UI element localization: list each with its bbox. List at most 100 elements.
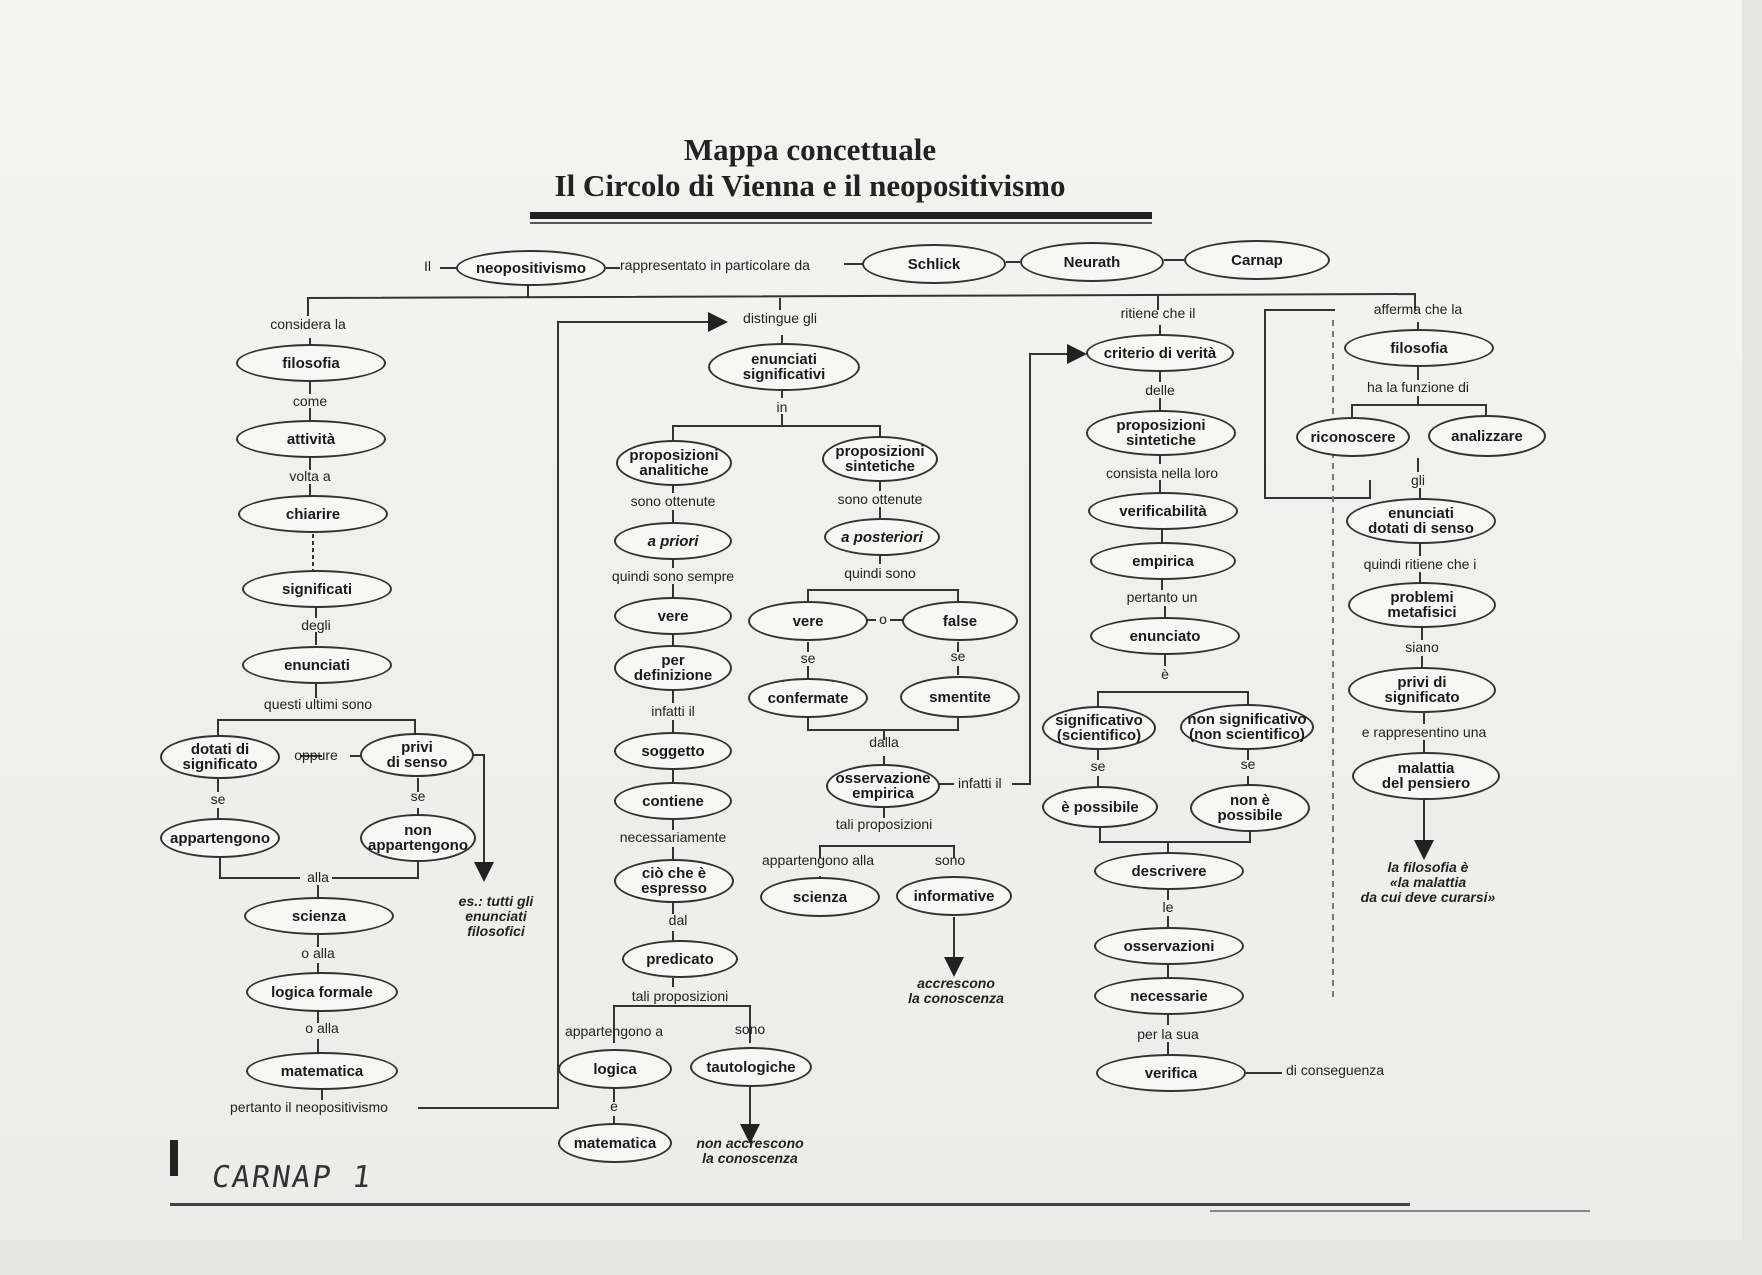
node-logica-formale: logica formale xyxy=(246,972,398,1012)
node-confermate: confermate xyxy=(748,678,868,718)
node-scienza-2: scienza xyxy=(760,877,880,917)
node-false: false xyxy=(902,601,1018,641)
label-per-la-sua: per la sua xyxy=(1137,1026,1199,1042)
node-verifica: verifica xyxy=(1096,1054,1246,1092)
node-matematica-2: matematica xyxy=(558,1123,672,1163)
label-come: come xyxy=(292,393,328,409)
node-proposizioni-sintetiche: proposizioni sintetiche xyxy=(822,436,938,482)
footer-rule xyxy=(170,1203,1410,1206)
label-o-alla-2: o alla xyxy=(305,1020,339,1036)
node-verificabilita: verificabilità xyxy=(1088,492,1238,530)
node-per-definizione: per definizione xyxy=(614,645,732,691)
node-malattia-del-pensiero: malattia del pensiero xyxy=(1352,752,1500,800)
node-proposizioni-analitiche: proposizioni analitiche xyxy=(616,440,732,486)
label-ottenute-s: sono ottenute xyxy=(837,491,923,507)
label-ha-la-funzione: ha la funzione di xyxy=(1367,379,1469,395)
label-sono-s: sono xyxy=(934,852,966,868)
node-cio-che-e-espresso: ciò che è espresso xyxy=(614,859,734,903)
ink-mark xyxy=(170,1140,178,1176)
label-afferma: afferma che la xyxy=(1373,301,1463,317)
node-contiene: contiene xyxy=(614,782,732,820)
node-predicato: predicato xyxy=(622,940,738,978)
node-significati: significati xyxy=(242,570,392,608)
label-ritiene: ritiene che il xyxy=(1120,305,1196,321)
node-smentite: smentite xyxy=(900,676,1020,718)
label-pertanto: pertanto il neopositivismo xyxy=(230,1099,388,1115)
node-a-priori: a priori xyxy=(614,522,732,560)
label-sono-a: sono xyxy=(734,1021,766,1037)
label-distingue: distingue gli xyxy=(743,310,817,326)
label-appartengono-alla: appartengono alla xyxy=(761,852,875,868)
node-vere-sintetiche: vere xyxy=(748,601,868,641)
label-o-alla-1: o alla xyxy=(301,945,335,961)
node-descrivere: descrivere xyxy=(1094,852,1244,890)
label-quindi-sempre: quindi sono sempre xyxy=(611,568,735,584)
label-di-conseguenza: di conseguenza xyxy=(1286,1062,1385,1078)
label-volta: volta a xyxy=(289,468,331,484)
node-empirica: empirica xyxy=(1090,542,1236,580)
label-se-false: se xyxy=(950,648,966,664)
label-infatti-il: infatti il xyxy=(958,775,1002,791)
label-o: o xyxy=(879,611,887,627)
node-enunciati: enunciati xyxy=(242,646,392,684)
node-dotati-di-significato: dotati di significato xyxy=(160,735,280,779)
label-siano: siano xyxy=(1405,639,1439,655)
node-neopositivismo: neopositivismo xyxy=(456,250,606,286)
label-le: le xyxy=(1162,899,1174,915)
title-underline-thin xyxy=(530,222,1152,224)
label-se-2: se xyxy=(410,788,426,804)
label-consista: consista nella loro xyxy=(1105,465,1219,481)
label-quindi-sono: quindi sono xyxy=(844,565,916,581)
label-oppure: oppure xyxy=(294,747,338,763)
node-a-posteriori: a posteriori xyxy=(824,518,940,556)
label-e-3: è xyxy=(1161,666,1169,682)
label-se-1: se xyxy=(210,791,226,807)
node-carnap: Carnap xyxy=(1184,240,1330,280)
node-appartengono: appartengono xyxy=(160,818,280,858)
node-filosofia-2: filosofia xyxy=(1344,329,1494,367)
scan-edge-right xyxy=(1742,0,1762,1275)
label-pertanto-un: pertanto un xyxy=(1126,589,1198,605)
node-scienza: scienza xyxy=(244,897,394,935)
node-informative: informative xyxy=(896,876,1012,916)
node-analizzare: analizzare xyxy=(1428,415,1546,457)
node-enunciato: enunciato xyxy=(1090,617,1240,655)
node-problemi-metafisici: problemi metafisici xyxy=(1348,582,1496,628)
node-non-appartengono: non appartengono xyxy=(360,814,476,862)
label-se-vere: se xyxy=(800,650,816,666)
scan-edge-bottom xyxy=(0,1240,1762,1275)
label-tali-proposizioni-a: tali proposizioni xyxy=(631,988,729,1004)
node-e-possibile: è possibile xyxy=(1042,786,1158,828)
handwritten-label: CARNAP 1 xyxy=(209,1160,375,1195)
note-accrescono: accrescono la conoscenza xyxy=(908,975,1004,1006)
node-enunciati-dotati-di-senso: enunciati dotati di senso xyxy=(1346,498,1496,544)
node-non-e-possibile: non è possibile xyxy=(1190,784,1310,832)
map-subtitle: Il Circolo di Vienna e il neopositivismo xyxy=(554,168,1066,203)
label-delle: delle xyxy=(1145,382,1175,398)
label-degli: degli xyxy=(301,617,331,633)
map-title: Mappa concettuale xyxy=(683,132,937,167)
title-underline xyxy=(530,212,1152,219)
label-alla: alla xyxy=(307,869,329,885)
node-criterio-di-verita: criterio di verità xyxy=(1086,334,1234,372)
label-se-3b: se xyxy=(1240,756,1256,772)
node-attivita: attività xyxy=(236,420,386,458)
label-rappresentino: e rappresentino una xyxy=(1361,724,1487,740)
label-considera: considera la xyxy=(270,316,346,332)
label-questi: questi ultimi sono xyxy=(263,696,373,712)
node-non-significativo: non significativo (non scientifico) xyxy=(1180,704,1314,750)
node-schlick: Schlick xyxy=(862,244,1006,284)
node-privi-di-senso: privi di senso xyxy=(360,733,474,777)
label-rappresentato: rappresentato in particolare da xyxy=(620,257,810,273)
label-infatti: infatti il xyxy=(651,703,695,719)
label-gli: gli xyxy=(1410,472,1426,488)
node-soggetto: soggetto xyxy=(614,732,732,770)
node-osservazione-empirica: osservazione empirica xyxy=(826,764,940,808)
node-privi-di-significato: privi di significato xyxy=(1348,667,1496,713)
footer-rule-thin xyxy=(1210,1210,1590,1212)
node-vere-analitiche: vere xyxy=(614,597,732,635)
note-non-accrescono: non accrescono la conoscenza xyxy=(696,1135,804,1166)
label-necessariamente: necessariamente xyxy=(619,829,727,845)
node-enunciati-significativi: enunciati significativi xyxy=(708,343,860,391)
node-significativo: significativo (scientifico) xyxy=(1042,706,1156,750)
